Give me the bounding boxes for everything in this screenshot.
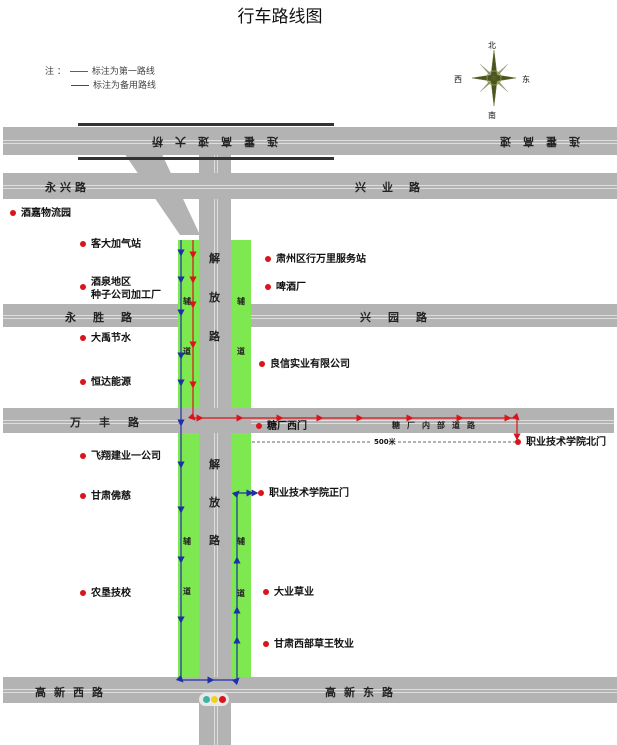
- poi-label: 甘肃佛慈: [91, 491, 131, 502]
- poi-label: 农垦技校: [91, 588, 131, 599]
- poi[interactable]: 大业草业: [263, 586, 314, 599]
- location-marker-icon: [80, 379, 86, 385]
- yongxing-label: 永兴路: [45, 181, 90, 194]
- yellow-light-icon: [210, 696, 218, 703]
- poi-label: 酒嘉物流园: [21, 208, 71, 219]
- poi-label: 客大加气站: [91, 239, 141, 250]
- distance-label: 500米: [374, 438, 396, 446]
- poi-label: 酒泉地区种子公司加工厂: [91, 276, 161, 302]
- legend-primary: 标注为第一路线: [91, 67, 155, 77]
- poi-label: 职业技术学院正门: [269, 488, 349, 499]
- location-marker-icon: [263, 589, 269, 595]
- gaoxin-road: [3, 677, 617, 703]
- highway: [3, 127, 617, 155]
- primary-route: [187, 240, 521, 441]
- poi-label: 大业草业: [274, 587, 314, 598]
- poi-label: 飞翔建业一公司: [91, 451, 161, 462]
- location-marker-icon: [259, 361, 265, 367]
- yongxing-xingye-road: [3, 173, 617, 199]
- compass-icon: [471, 49, 517, 107]
- poi-label: 良信实业有限公司: [270, 359, 350, 370]
- primary-route-swatch: [69, 71, 88, 72]
- yongsheng-label: 永胜路: [65, 311, 149, 324]
- poi-label: 啤酒厂: [276, 282, 306, 293]
- compass-west: 西: [454, 75, 462, 84]
- compass-north: 北: [488, 41, 496, 50]
- poi[interactable]: 良信实业有限公司: [259, 358, 350, 371]
- poi[interactable]: 客大加气站: [80, 238, 141, 251]
- gaoxin-west-label: 高新西路: [35, 686, 111, 699]
- poi-label: 大禹节水: [91, 333, 131, 344]
- xingye-label: 兴业路: [355, 181, 436, 194]
- location-marker-icon: [80, 493, 86, 499]
- poi[interactable]: 大禹节水: [80, 332, 131, 345]
- poi[interactable]: 农垦技校: [80, 587, 131, 600]
- bridge-rail-top: [78, 123, 334, 126]
- poi[interactable]: 职业技术学院正门: [258, 487, 349, 500]
- poi[interactable]: 职业技术学院北门: [515, 436, 606, 449]
- poi[interactable]: 糖厂西门: [256, 420, 307, 433]
- location-marker-icon: [10, 210, 16, 216]
- backup-route: [175, 240, 259, 686]
- poi[interactable]: 甘肃西部草王牧业: [263, 638, 354, 651]
- location-marker-icon: [258, 490, 264, 496]
- poi-label-line2: 种子公司加工厂: [91, 290, 161, 301]
- location-marker-icon: [515, 439, 521, 445]
- bridge-rail-bottom: [78, 157, 334, 160]
- location-marker-icon: [263, 641, 269, 647]
- green-light-icon: [202, 696, 210, 703]
- map-title: 行车路线图: [237, 7, 323, 27]
- location-marker-icon: [80, 284, 86, 290]
- backup-route-swatch: [71, 85, 89, 86]
- traffic-light: [199, 693, 229, 706]
- yongsheng-road: [3, 304, 178, 327]
- poi-label-line1: 酒泉地区: [91, 277, 131, 288]
- legend: 注 ： 标注为第一路线 标注为备用路线: [45, 65, 156, 93]
- compass-south: 南: [488, 111, 496, 120]
- poi-label: 甘肃西部草王牧业: [274, 639, 354, 650]
- poi-label: 恒达能源: [91, 377, 131, 388]
- legend-backup: 标注为备用路线: [93, 81, 157, 91]
- poi[interactable]: 恒达能源: [80, 376, 131, 389]
- compass-east: 东: [522, 75, 530, 84]
- poi-label: 肃州区行万里服务站: [276, 254, 366, 265]
- wanfeng-label: 万丰路: [70, 416, 157, 429]
- location-marker-icon: [80, 241, 86, 247]
- poi[interactable]: 啤酒厂: [265, 281, 306, 294]
- location-marker-icon: [80, 453, 86, 459]
- location-marker-icon: [80, 590, 86, 596]
- poi[interactable]: 酒泉地区种子公司加工厂: [80, 276, 161, 302]
- poi[interactable]: 飞翔建业一公司: [80, 450, 161, 463]
- location-marker-icon: [265, 256, 271, 262]
- poi-label: 糖厂西门: [267, 421, 307, 432]
- poi[interactable]: 甘肃佛慈: [80, 490, 131, 503]
- poi[interactable]: 酒嘉物流园: [10, 207, 71, 220]
- location-marker-icon: [265, 284, 271, 290]
- poi-label: 职业技术学院北门: [526, 437, 606, 448]
- location-marker-icon: [256, 423, 262, 429]
- location-marker-icon: [80, 335, 86, 341]
- legend-prefix: 注 ：: [45, 67, 66, 77]
- poi[interactable]: 肃州区行万里服务站: [265, 253, 366, 266]
- red-light-icon: [218, 696, 226, 703]
- gaoxin-east-label: 高新东路: [325, 686, 401, 699]
